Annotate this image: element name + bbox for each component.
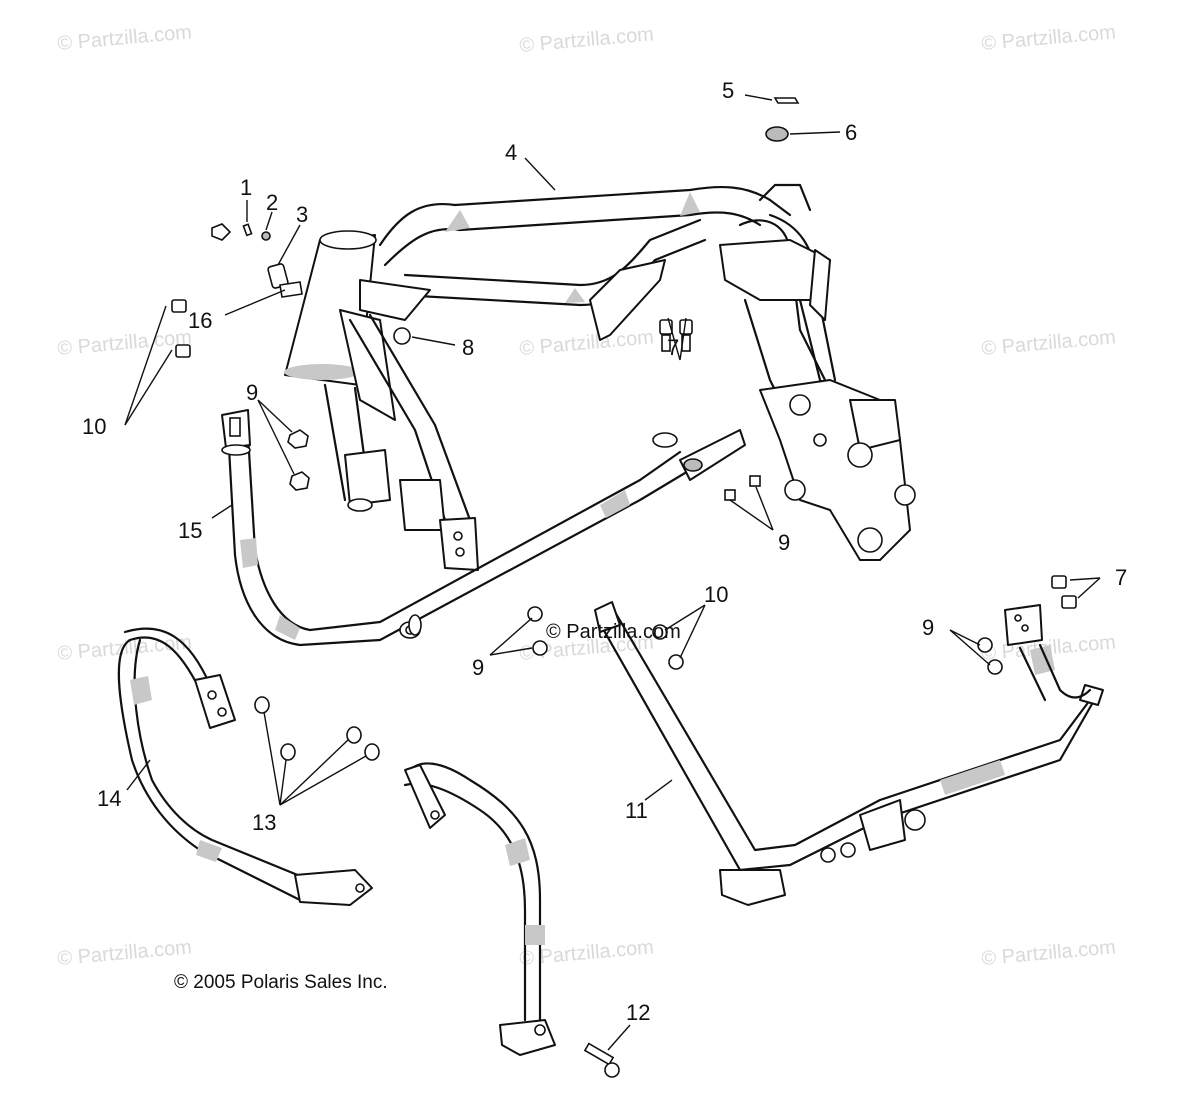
watermark: © Partzilla.com (519, 23, 655, 57)
callout-1[interactable]: 1 (240, 175, 252, 200)
callout-9-center[interactable]: 9 (472, 655, 484, 680)
callout-3[interactable]: 3 (296, 202, 308, 227)
watermark: © Partzilla.com (981, 326, 1117, 360)
callout-15[interactable]: 15 (178, 518, 202, 543)
callout-11[interactable]: 11 (625, 798, 648, 823)
callout-5[interactable]: 5 (722, 78, 734, 103)
callout-12[interactable]: 12 (626, 1000, 650, 1025)
callout-13[interactable]: 13 (252, 810, 276, 835)
callout-8[interactable]: 8 (462, 335, 474, 360)
watermark: © Partzilla.com (57, 936, 193, 970)
hardware (171, 97, 1077, 1078)
lower-rail-part-11 (594, 601, 1104, 906)
callout-14[interactable]: 14 (97, 786, 121, 811)
watermark-layer: © Partzilla.com © Partzilla.com © Partzi… (57, 21, 1117, 970)
callout-9-left[interactable]: 9 (246, 380, 258, 405)
callout-labels: 1 2 3 4 5 6 7 7 8 9 9 9 9 10 10 11 12 13… (82, 78, 1127, 1025)
copyright-notice: © 2005 Polaris Sales Inc. (174, 972, 388, 993)
callout-9-right[interactable]: 9 (922, 615, 934, 640)
main-frame-part-4 (284, 183, 916, 571)
guard-lower-assembly (403, 762, 556, 1056)
watermark: © Partzilla.com (57, 326, 193, 360)
callout-2[interactable]: 2 (266, 190, 278, 215)
watermark: © Partzilla.com (981, 936, 1117, 970)
guard-part-14 (117, 627, 373, 906)
leader-lines (124, 94, 1101, 1051)
callout-9-mid[interactable]: 9 (778, 530, 790, 555)
callout-4[interactable]: 4 (505, 140, 517, 165)
callout-16[interactable]: 16 (188, 308, 212, 333)
callout-10-left[interactable]: 10 (82, 414, 106, 439)
watermark: © Partzilla.com (981, 21, 1117, 55)
lower-rail-part-15 (221, 409, 746, 647)
watermark-inline: © Partzilla.com (546, 621, 681, 643)
watermark: © Partzilla.com (519, 326, 655, 360)
callout-10-center[interactable]: 10 (704, 582, 728, 607)
callout-7-top[interactable]: 7 (667, 335, 679, 360)
callout-7-right[interactable]: 7 (1115, 565, 1127, 590)
watermark: © Partzilla.com (57, 21, 193, 55)
callout-6[interactable]: 6 (845, 120, 857, 145)
